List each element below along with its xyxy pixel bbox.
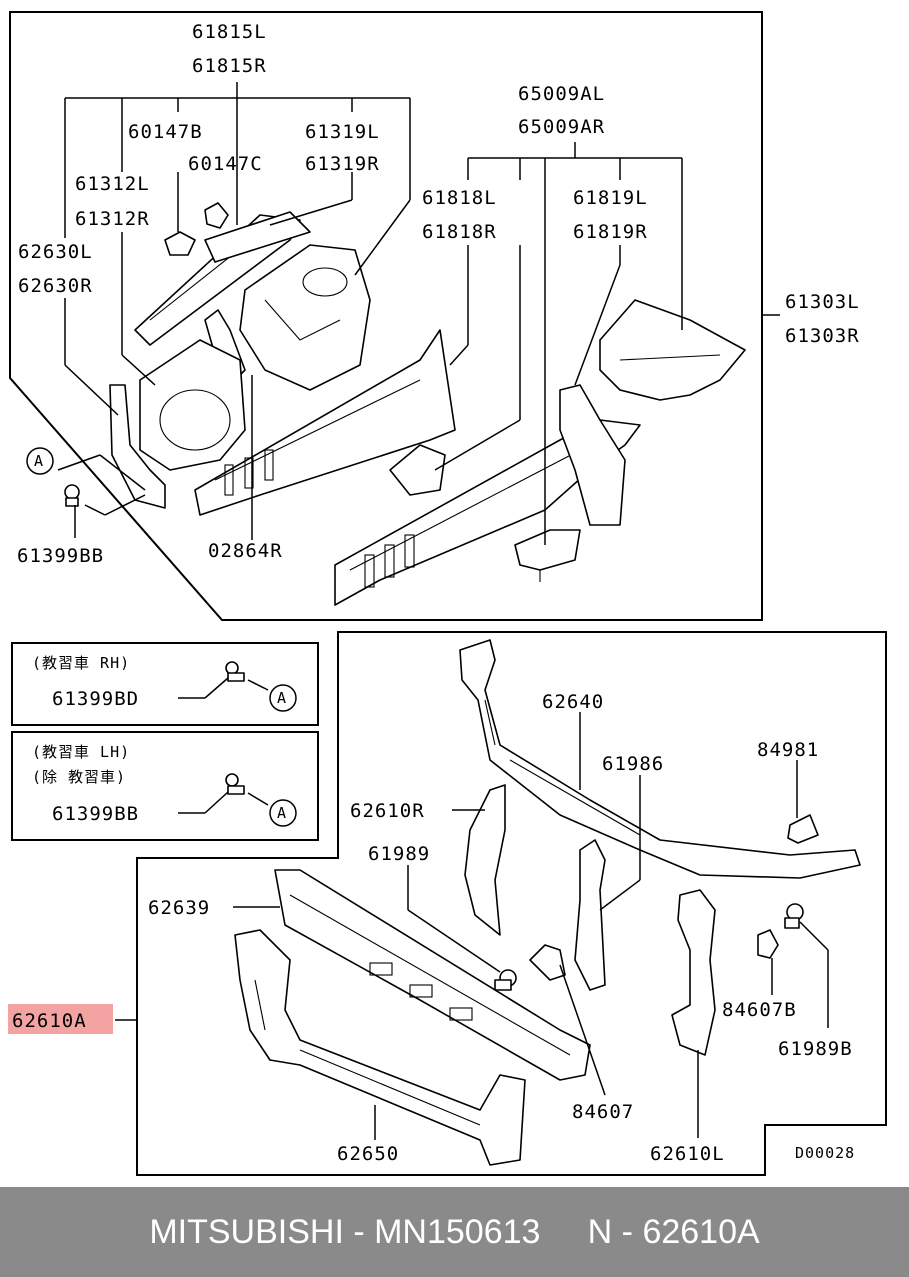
upper-leaders: [57, 82, 780, 545]
label-61818R: 61818R: [422, 221, 497, 243]
label-60147C: 60147C: [188, 153, 263, 175]
note-rh-part: 61399BD: [52, 688, 139, 710]
label-62610R: 62610R: [350, 800, 425, 822]
note-rh-callout-a: A: [277, 689, 287, 707]
label-84607: 84607: [572, 1101, 634, 1123]
label-60147B: 60147B: [128, 121, 203, 143]
label-61815L: 61815L: [192, 21, 267, 43]
note-lh-subtitle: (除 教習車): [32, 768, 126, 786]
callout-a-label: A: [34, 452, 44, 470]
label-61312L: 61312L: [75, 173, 150, 195]
lower-parts: [234, 639, 861, 1166]
label-61319R: 61319R: [305, 153, 380, 175]
label-65009AL: 65009AL: [518, 83, 605, 105]
label-61303R: 61303R: [785, 325, 860, 347]
parts-diagram: 61815L 61815R 60147B 60147C 61319L 61319…: [8, 11, 887, 1176]
label-84607B: 84607B: [722, 999, 797, 1021]
label-61819L: 61819L: [573, 187, 648, 209]
label-61986: 61986: [602, 753, 664, 775]
label-84981: 84981: [757, 739, 819, 761]
label-61819R: 61819R: [573, 221, 648, 243]
label-61312R: 61312R: [75, 208, 150, 230]
note-lh-title: (教習車 LH): [32, 743, 130, 761]
note-box-rh: (教習車 RH) 61399BD A: [11, 642, 319, 726]
label-61818L: 61818L: [422, 187, 497, 209]
note-box-lh: (教習車 LH) (除 教習車) 61399BB A: [11, 731, 319, 841]
upper-labels: 61815L 61815R 60147B 60147C 61319L 61319…: [17, 21, 860, 567]
label-62630R: 62630R: [18, 275, 93, 297]
footer-text: MITSUBISHI - MN150613 N - 62610A: [149, 1212, 760, 1251]
lower-leaders: [115, 712, 829, 1140]
label-62610A: 62610A: [12, 1010, 87, 1032]
label-02864R: 02864R: [208, 540, 283, 562]
label-61319L: 61319L: [305, 121, 380, 143]
upper-parts: [64, 202, 746, 606]
label-62610L: 62610L: [650, 1143, 725, 1165]
label-61989: 61989: [368, 843, 430, 865]
label-62639: 62639: [148, 897, 210, 919]
label-61815R: 61815R: [192, 55, 267, 77]
label-61989B: 61989B: [778, 1038, 853, 1060]
note-lh-part: 61399BB: [52, 803, 139, 825]
diagram-code: D00028: [795, 1144, 855, 1162]
label-61399BB: 61399BB: [17, 545, 104, 567]
lower-frame: [136, 631, 887, 1176]
label-62630L: 62630L: [18, 241, 93, 263]
label-62640: 62640: [542, 691, 604, 713]
label-62650: 62650: [337, 1143, 399, 1165]
callout-a-circle: [26, 447, 54, 475]
footer-bar: MITSUBISHI - MN150613 N - 62610A: [0, 1187, 909, 1277]
label-61303L: 61303L: [785, 291, 860, 313]
lower-labels: 62640 61986 84981 62610R 61989 62639 626…: [8, 691, 855, 1165]
highlight-62610A: [8, 1004, 113, 1034]
note-rh-title: (教習車 RH): [32, 654, 130, 672]
label-65009AR: 65009AR: [518, 116, 605, 138]
upper-frame: [9, 11, 763, 621]
note-lh-callout-a: A: [277, 804, 287, 822]
